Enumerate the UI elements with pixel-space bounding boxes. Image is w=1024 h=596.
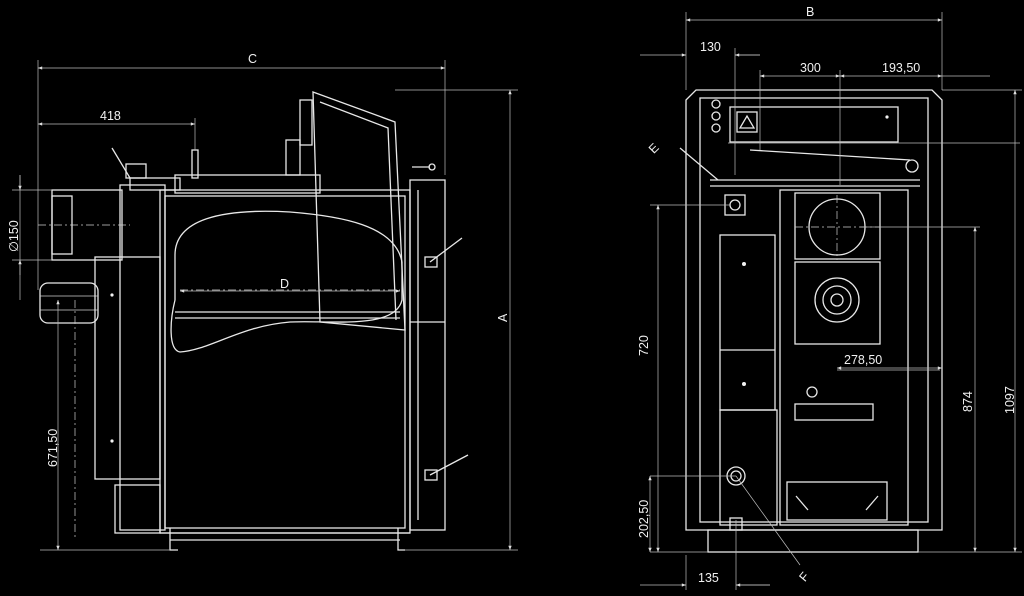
open-door xyxy=(312,91,406,331)
front-view xyxy=(679,89,943,553)
dim-label-c: C xyxy=(248,52,257,66)
dim-label-130: 130 xyxy=(700,40,721,54)
dim-label-f: F xyxy=(796,569,812,584)
side-back-panel xyxy=(119,184,166,531)
dim-label-418: 418 xyxy=(100,109,121,123)
label-plate xyxy=(794,403,874,421)
side-view xyxy=(38,91,469,551)
dim-label-b: B xyxy=(806,5,814,19)
fan-motor xyxy=(39,282,99,324)
dim-label-dia150: ∅150 xyxy=(7,220,21,252)
front-outline xyxy=(685,89,943,531)
dim-label-300: 300 xyxy=(800,61,821,75)
side-view-dimensions xyxy=(12,60,518,551)
burner-plate xyxy=(794,261,881,345)
dim-label-d: D xyxy=(280,277,289,291)
left-inner-door xyxy=(719,234,776,411)
door-handle-top xyxy=(429,237,463,263)
dim-label-193: 193,50 xyxy=(882,61,920,75)
dim-label-874: 874 xyxy=(961,391,975,412)
door-handle-bottom xyxy=(429,454,469,476)
dim-label-1097: 1097 xyxy=(1003,386,1017,414)
top-lever xyxy=(749,149,911,161)
drum xyxy=(170,210,403,353)
ash-door xyxy=(786,481,888,521)
dim-label-720: 720 xyxy=(637,335,651,356)
dim-label-a: A xyxy=(496,313,510,322)
top-panel xyxy=(729,106,899,143)
front-view-dimensions xyxy=(640,12,1022,590)
dim-label-135: 135 xyxy=(698,571,719,585)
front-frame xyxy=(409,179,446,531)
control-box xyxy=(94,256,161,480)
dim-label-e: E xyxy=(646,141,662,157)
dim-label-202: 202,50 xyxy=(637,500,651,538)
dim-label-671: 671,50 xyxy=(46,429,60,467)
side-body xyxy=(159,189,411,534)
warning-icon xyxy=(738,114,756,129)
dim-label-278: 278,50 xyxy=(844,353,882,367)
